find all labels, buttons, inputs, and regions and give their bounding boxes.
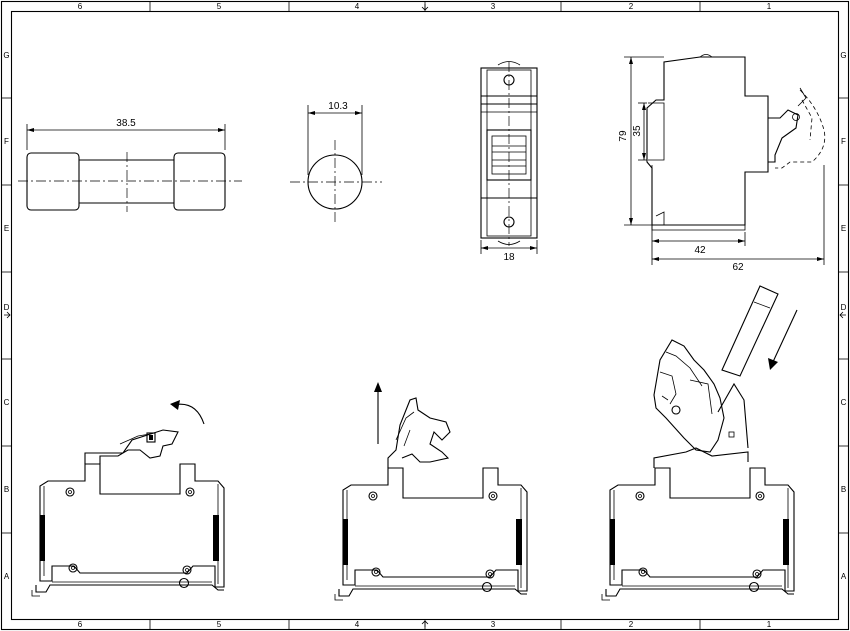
holder-side-view [624, 54, 826, 265]
zone-row-label: G [3, 51, 9, 60]
zone-col-label: 6 [78, 2, 83, 11]
dim-fuse-diameter: 10.3 [328, 101, 348, 112]
zone-col-label: 6 [78, 620, 83, 629]
dim-holder-width: 18 [503, 252, 515, 263]
zone-col-label: 5 [217, 620, 222, 629]
dim-holder-height: 79 [618, 130, 629, 142]
zone-labels-top: 6 5 4 3 2 1 [78, 2, 772, 11]
zone-col-label: 3 [491, 2, 496, 11]
dim-holder-depth-42: 42 [694, 245, 706, 256]
dim-holder-depth-62: 62 [732, 262, 744, 273]
zone-row-label: A [841, 572, 847, 581]
fuse-end-view [290, 105, 382, 222]
zone-col-label: 2 [629, 620, 634, 629]
dim-holder-inner-height: 35 [632, 125, 643, 137]
zone-col-label: 3 [491, 620, 496, 629]
fuse-side-view [18, 124, 242, 212]
zone-col-label: 4 [355, 620, 360, 629]
zone-row-label: B [841, 485, 846, 494]
zone-labels-bottom: 6 5 4 3 2 1 [78, 620, 772, 629]
zone-col-label: 2 [629, 2, 634, 11]
install-step-1 [31, 400, 225, 597]
install-step-2 [334, 382, 528, 601]
zone-row-label: G [840, 51, 846, 60]
zone-labels-right: G F E D C B A [840, 51, 846, 581]
zone-row-label: E [841, 224, 846, 233]
install-step-3 [601, 285, 798, 601]
zone-col-label: 1 [767, 620, 772, 629]
zone-col-label: 4 [355, 2, 360, 11]
zone-row-label: C [4, 398, 10, 407]
zone-labels-left: G F E D C B A [3, 51, 9, 581]
zone-row-label: D [4, 303, 10, 312]
zone-row-label: E [4, 224, 9, 233]
dim-fuse-length: 38.5 [116, 118, 136, 129]
zone-row-label: F [841, 137, 846, 146]
zone-row-label: C [841, 398, 847, 407]
holder-front-view [480, 61, 538, 254]
zone-col-label: 1 [767, 2, 772, 11]
zone-row-label: D [841, 303, 847, 312]
zone-row-label: F [4, 137, 9, 146]
zone-col-label: 5 [217, 2, 222, 11]
zone-row-label: A [4, 572, 10, 581]
zone-row-label: B [4, 485, 9, 494]
